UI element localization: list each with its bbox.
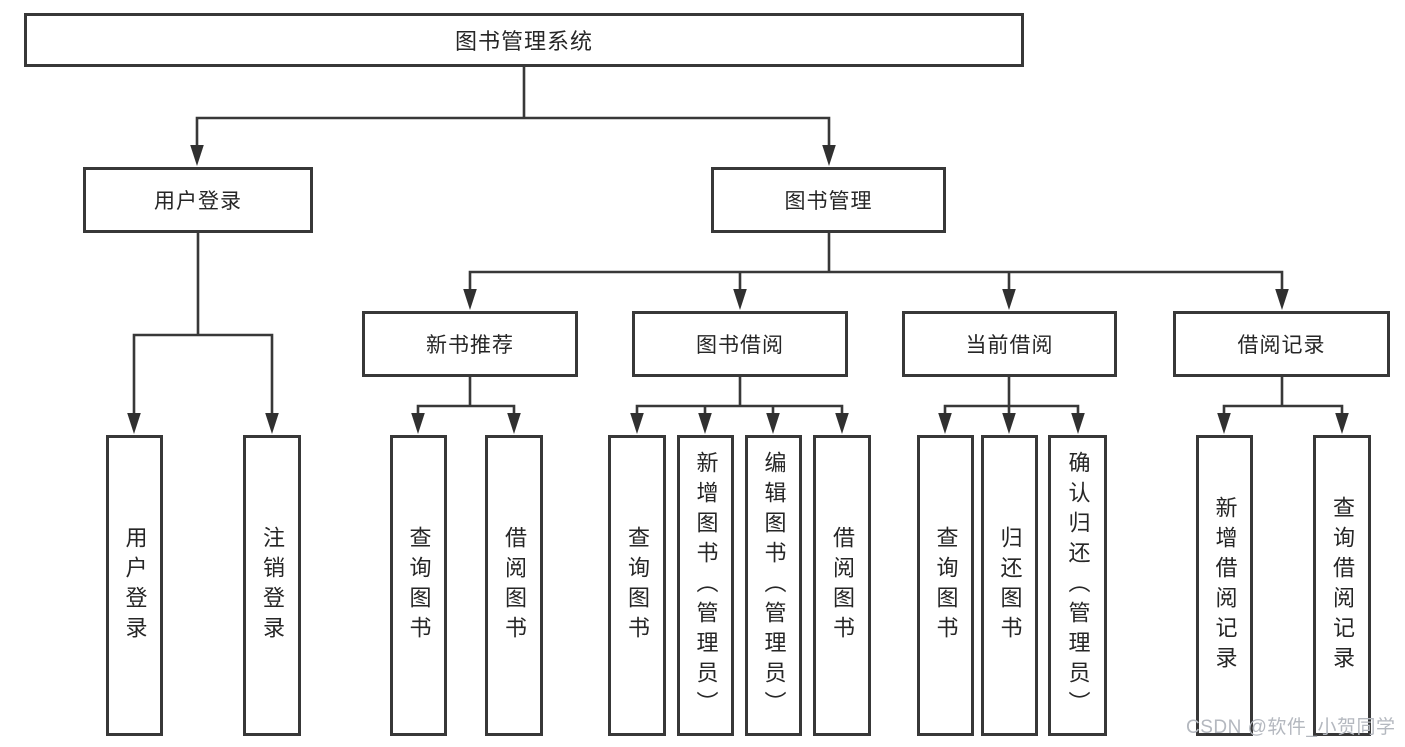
node-leaf-confirm-return-admin: 确认归还（管理员） [1048, 435, 1107, 736]
arrow-icon [1275, 289, 1289, 310]
connector-user-login [132, 231, 274, 413]
node-root-label: 图书管理系统 [454, 29, 593, 54]
node-book-mgmt: 图书管理 [711, 167, 946, 233]
node-book-borrow: 图书借阅 [632, 311, 848, 377]
node-leaf-edit-book-admin: 编辑图书（管理员） [745, 435, 802, 736]
leaf-label: 查询图书 [933, 525, 959, 646]
node-new-books-label: 新书推荐 [426, 334, 514, 357]
csdn-watermark: CSDN @软件_小贺同学 [1186, 717, 1396, 738]
arrow-icon [835, 413, 849, 434]
node-current-borrow: 当前借阅 [902, 311, 1117, 377]
node-current-borrow-label: 当前借阅 [965, 334, 1054, 357]
arrow-icon [1217, 413, 1231, 434]
connector-borrow-records [1222, 375, 1344, 413]
leaf-label: 查询借阅记录 [1330, 495, 1355, 676]
node-leaf-user-login: 用户登录 [106, 435, 163, 736]
connector-book-borrow [635, 375, 844, 413]
arrow-icon [698, 413, 712, 434]
node-leaf-query-books-new: 查询图书 [390, 435, 447, 736]
arrow-icon [733, 289, 747, 310]
node-book-mgmt-label: 图书管理 [784, 190, 873, 213]
leaf-label: 注销登录 [260, 525, 285, 646]
leaf-label: 确认归还（管理员） [1065, 450, 1091, 721]
arrow-icon [1002, 289, 1016, 310]
node-leaf-query-borrow-record: 查询借阅记录 [1313, 435, 1371, 736]
arrow-icon [463, 289, 477, 310]
arrow-icon [630, 413, 644, 434]
leaf-label: 归还图书 [997, 525, 1023, 646]
leaf-label: 查询图书 [406, 525, 432, 646]
arrow-icon [1002, 413, 1016, 434]
leaf-label: 新增图书（管理员） [693, 450, 719, 721]
node-borrow-records: 借阅记录 [1173, 311, 1390, 377]
arrow-icon [822, 145, 836, 166]
arrowheads [127, 145, 1349, 434]
node-root: 图书管理系统 [24, 13, 1024, 67]
arrow-icon [1335, 413, 1349, 434]
leaf-label: 查询图书 [625, 525, 650, 646]
connector-current-borrow [943, 375, 1080, 413]
connector-root [195, 66, 831, 147]
node-leaf-return-book: 归还图书 [981, 435, 1038, 736]
node-user-login-label: 用户登录 [154, 190, 242, 213]
node-leaf-borrow-books-new: 借阅图书 [485, 435, 543, 736]
arrow-icon [265, 413, 279, 434]
arrow-icon [190, 145, 204, 166]
arrow-icon [1071, 413, 1085, 434]
node-borrow-records-label: 借阅记录 [1237, 334, 1326, 357]
leaf-label: 借阅图书 [830, 525, 855, 646]
node-leaf-add-book-admin: 新增图书（管理员） [677, 435, 734, 736]
connector-book-mgmt [468, 231, 1284, 289]
arrow-icon [127, 413, 141, 434]
arrow-icon [411, 413, 425, 434]
leaf-label: 新增借阅记录 [1212, 495, 1238, 676]
leaf-label: 编辑图书（管理员） [761, 450, 787, 721]
arrow-icon [507, 413, 521, 434]
node-new-books: 新书推荐 [362, 311, 578, 377]
arrow-icon [766, 413, 780, 434]
leaf-label: 用户登录 [122, 525, 148, 646]
connector-new-books [416, 375, 516, 413]
node-leaf-add-borrow-record: 新增借阅记录 [1196, 435, 1253, 736]
node-leaf-query-books-current: 查询图书 [917, 435, 974, 736]
node-book-borrow-label: 图书借阅 [696, 334, 784, 357]
arrow-icon [938, 413, 952, 434]
node-leaf-borrow-books-borrow: 借阅图书 [813, 435, 871, 736]
leaf-label: 借阅图书 [502, 525, 527, 646]
node-leaf-logout: 注销登录 [243, 435, 301, 736]
node-leaf-query-books-borrow: 查询图书 [608, 435, 666, 736]
node-user-login: 用户登录 [83, 167, 313, 233]
